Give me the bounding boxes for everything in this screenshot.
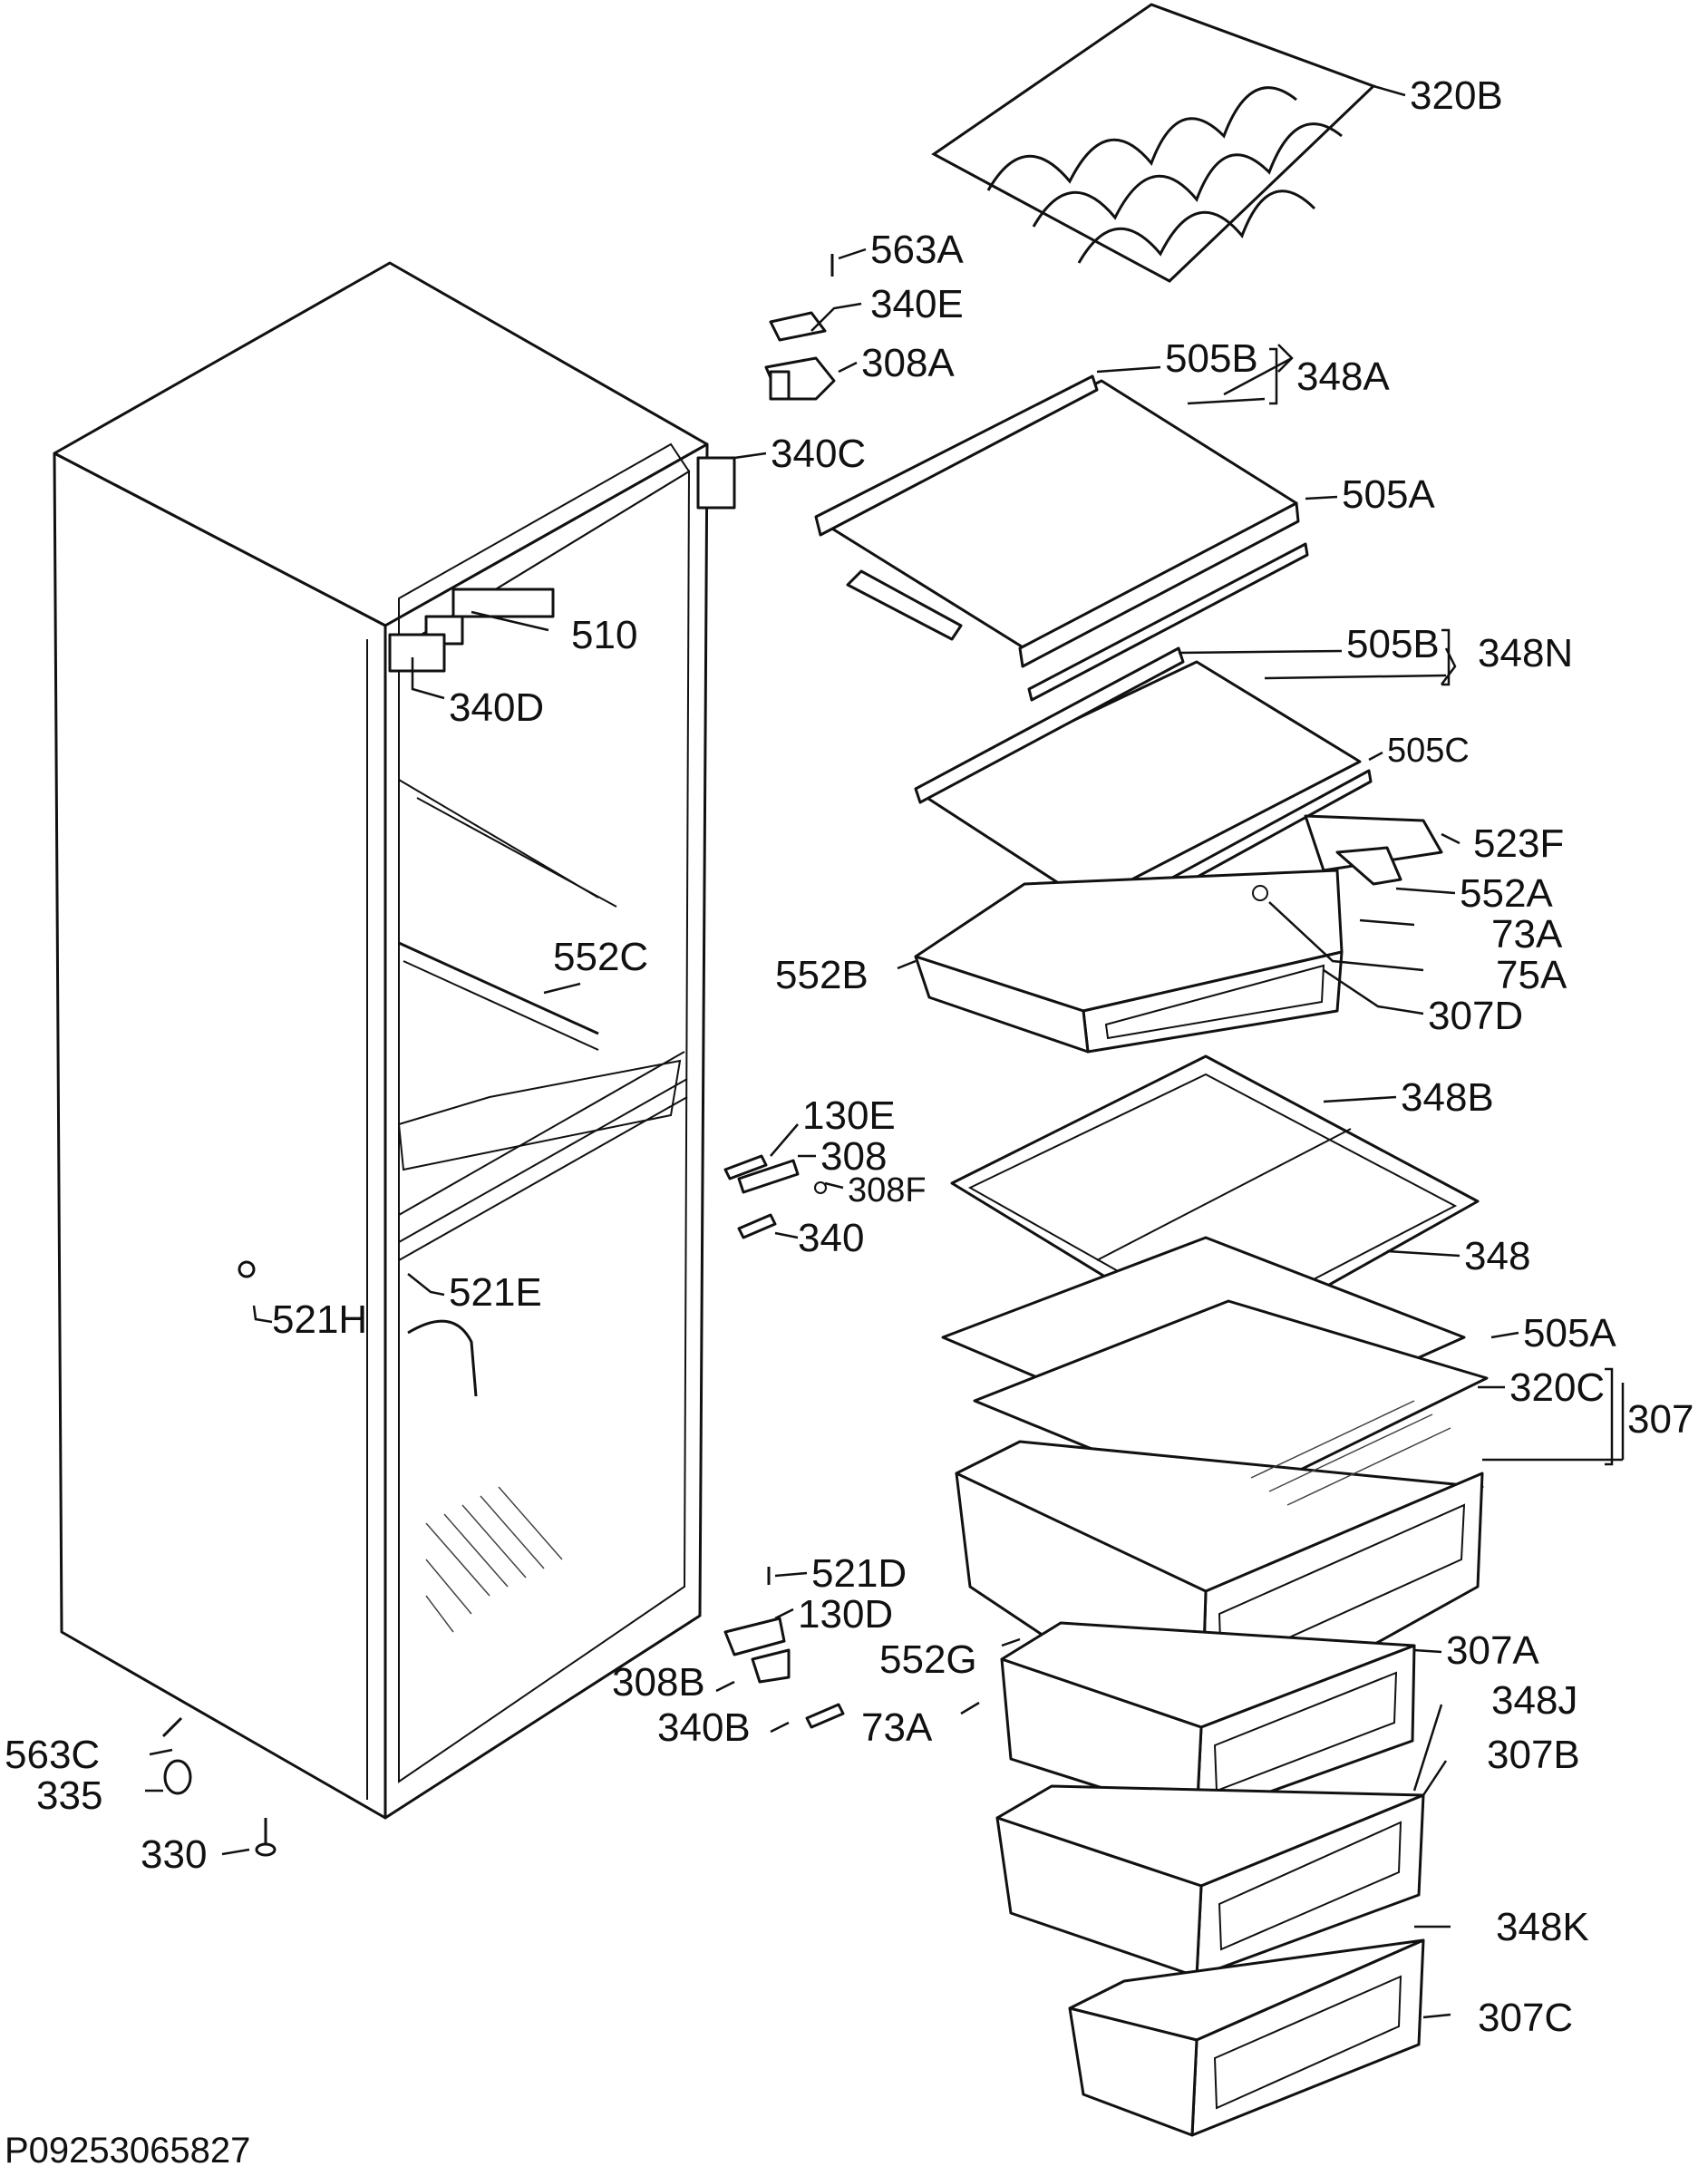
label-552b: 552B — [775, 953, 869, 997]
feet-parts — [161, 1260, 277, 1857]
mid-hinge-parts — [723, 1154, 827, 1239]
label-130d: 130D — [798, 1592, 893, 1637]
freezer-drawer-307b — [995, 1784, 1425, 1978]
label-505c: 505C — [1387, 732, 1470, 770]
label-505b-mid: 505B — [1346, 622, 1440, 666]
label-75a: 75A — [1496, 953, 1567, 997]
label-307d: 307D — [1428, 994, 1523, 1038]
label-308a: 308A — [861, 341, 955, 385]
label-510: 510 — [571, 613, 637, 657]
label-348j: 348J — [1491, 1678, 1577, 1723]
glass-shelf-348n — [914, 646, 1443, 925]
label-340e: 340E — [870, 282, 964, 326]
top-hinge-parts — [764, 254, 836, 401]
bottom-hinge-parts — [723, 1567, 845, 1729]
label-563a: 563A — [870, 228, 964, 272]
label-521d: 521D — [811, 1551, 907, 1596]
crisper-drawer-307 — [955, 1299, 1489, 1743]
label-505a-low: 505A — [1523, 1311, 1616, 1355]
label-340: 340 — [798, 1216, 864, 1260]
label-340d: 340D — [449, 685, 544, 730]
glass-shelf-348a — [814, 374, 1309, 702]
label-505b-top: 505B — [1165, 336, 1258, 381]
label-308: 308 — [820, 1134, 887, 1179]
label-73a-right: 73A — [1491, 912, 1563, 957]
label-348: 348 — [1464, 1234, 1530, 1278]
label-340b: 340B — [657, 1705, 751, 1750]
label-521h: 521H — [272, 1297, 367, 1342]
label-73a-low: 73A — [861, 1705, 933, 1750]
label-308f: 308F — [848, 1171, 927, 1209]
label-348k: 348K — [1496, 1905, 1589, 1949]
label-348a: 348A — [1296, 355, 1390, 399]
label-307a: 307A — [1446, 1628, 1539, 1673]
label-130e: 130E — [802, 1093, 896, 1138]
freezer-drawer-307a — [1000, 1621, 1416, 1820]
leader-lines — [145, 84, 1625, 2019]
group-brackets — [1269, 347, 1614, 1466]
label-307c: 307C — [1478, 1996, 1573, 2040]
diagram-code: P09253065827 — [5, 2131, 250, 2171]
label-320c: 320C — [1509, 1365, 1605, 1410]
freezer-drawer-307c — [1068, 1938, 1425, 2137]
label-320b: 320B — [1410, 73, 1503, 118]
label-552g: 552G — [879, 1637, 977, 1682]
cabinet-body — [53, 261, 736, 1820]
label-563c: 563C — [5, 1733, 100, 1777]
label-348b: 348B — [1401, 1075, 1494, 1120]
label-335: 335 — [36, 1773, 102, 1818]
label-505a-top: 505A — [1342, 472, 1435, 517]
label-523f: 523F — [1473, 821, 1564, 866]
label-552c: 552C — [553, 935, 648, 979]
label-307b: 307B — [1487, 1733, 1580, 1777]
label-552a: 552A — [1460, 871, 1553, 916]
drawer-307d — [914, 869, 1344, 1054]
label-308b: 308B — [612, 1660, 705, 1705]
label-521e: 521E — [449, 1270, 542, 1315]
label-348n: 348N — [1478, 631, 1573, 675]
label-307: 307 — [1627, 1397, 1693, 1442]
wine-rack — [931, 3, 1376, 283]
label-330: 330 — [141, 1832, 207, 1877]
label-340c: 340C — [771, 432, 866, 476]
callout-labels: 320B 563A 340E 308A 505B 348A 340C 505A … — [5, 73, 1693, 2040]
